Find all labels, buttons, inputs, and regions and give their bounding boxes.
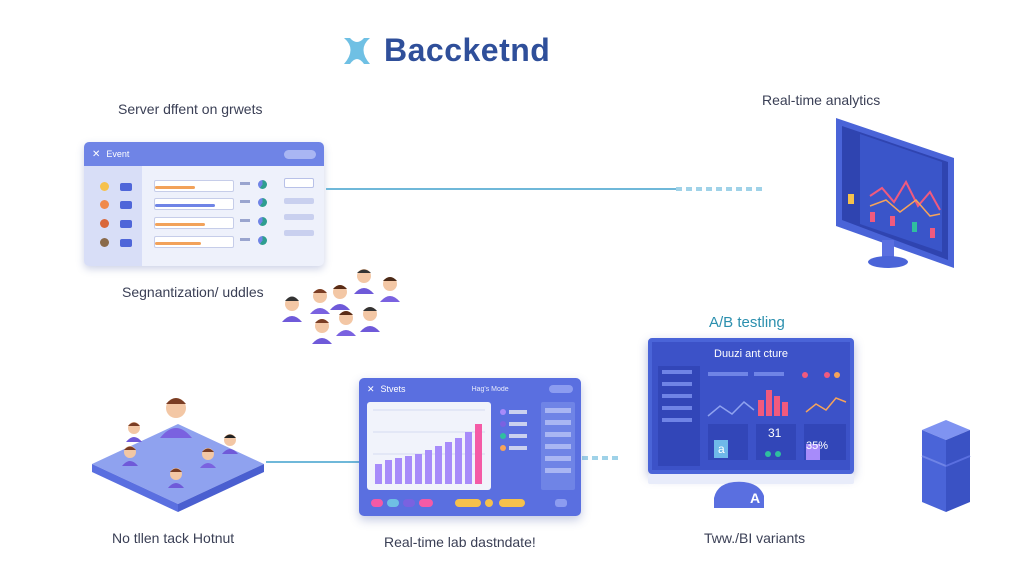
event-tag [120,201,132,209]
connector-dashes [676,187,766,191]
ab-monitor-sidebar [658,366,700,466]
ab-base-label: A [750,490,761,506]
event-field-fill [155,242,201,245]
connector-line [266,461,360,463]
event-tag [120,183,132,191]
x-cross-logo-icon [344,37,370,64]
caption-server: Server dffent on grwets [118,101,263,117]
ab-monitor-base [648,474,854,512]
event-row [94,217,314,231]
toggle-pill [549,385,573,393]
event-dot-icon [100,238,109,247]
controls-strip-graphic [371,499,567,507]
people-platform [88,394,268,514]
connector-line [326,188,676,190]
event-ring-icon [258,198,267,207]
event-dot-icon [100,182,109,191]
right-panel [541,402,575,490]
ab-monitor-heading: Duuzi ant cture [714,348,788,360]
event-tag [120,220,132,228]
events-dashboard-header: ✕ Stvets Hag's Mode [359,378,581,400]
events-dashboard-note: Hag's Mode [471,385,509,393]
storage-cube-graphic [921,420,971,512]
event-ring-icon [258,236,267,245]
people-platform-graphic [92,398,264,512]
people-cluster [278,268,408,348]
tile-b-value: 31 [768,426,782,440]
ab-monitor-base-graphic [648,474,854,508]
ab-monitor-frame: Duuzi ant cture [648,338,854,474]
caption-realtime-lab: Real-time lab dastndate! [384,534,536,550]
legend-list-graphic [500,409,527,451]
event-field-fill [155,186,195,189]
caption-ab-testing: A/B testling [709,314,785,331]
caption-variants: Tww./BI variants [704,530,806,546]
storage-cube [920,420,972,515]
event-row [94,180,314,194]
event-mini [240,182,250,185]
ab-monitor-charts [707,372,847,460]
event-ring-icon [258,217,267,226]
event-row [94,198,314,212]
event-panel-header: ✕ Event [84,142,324,166]
event-field-fill [155,223,205,226]
caption-no-tlien: No tllen tack Hotnut [112,530,235,546]
legend-list [497,406,533,466]
event-tag [120,239,132,247]
analytics-monitor-graphic [836,118,954,268]
event-mini [240,219,250,222]
bar-chart-area [367,402,491,490]
ab-monitor-sidebar-graphic [662,370,692,422]
events-dashboard: ✕ Stvets Hag's Mode [359,378,581,516]
event-mini [240,238,250,241]
tile-c-value: 35% [806,440,829,452]
event-panel-side-list [284,178,314,258]
event-panel-sidebar [84,166,142,266]
event-field-fill [155,204,215,207]
event-row [94,236,314,250]
caption-segmentation: Segnantization/ uddles [122,284,264,300]
event-panel-name: Event [106,149,130,159]
event-ring-icon [258,180,267,189]
connector-dashes [582,456,622,460]
title-text: Baccketnd [384,32,551,68]
bar-chart [373,409,485,484]
x-mark-icon: ✕ [92,148,101,160]
event-dot-icon [100,200,109,209]
caption-realtime-analytics: Real-time analytics [762,92,881,108]
x-mark-icon: ✕ [367,383,375,394]
analytics-monitor [830,116,960,276]
event-mini [240,200,250,203]
event-dot-icon [100,219,109,228]
event-panel-pill [284,149,316,159]
controls-strip[interactable] [369,496,571,510]
page-title: Baccketnd [340,32,550,69]
event-panel: ✕ Event [84,142,324,266]
right-panel-graphic [545,408,571,473]
tile-a-value: a [718,442,725,456]
people-cluster-graphic [282,269,400,344]
events-dashboard-name: Stvets [380,384,406,394]
ab-monitor-screen: Duuzi ant cture [648,338,854,474]
